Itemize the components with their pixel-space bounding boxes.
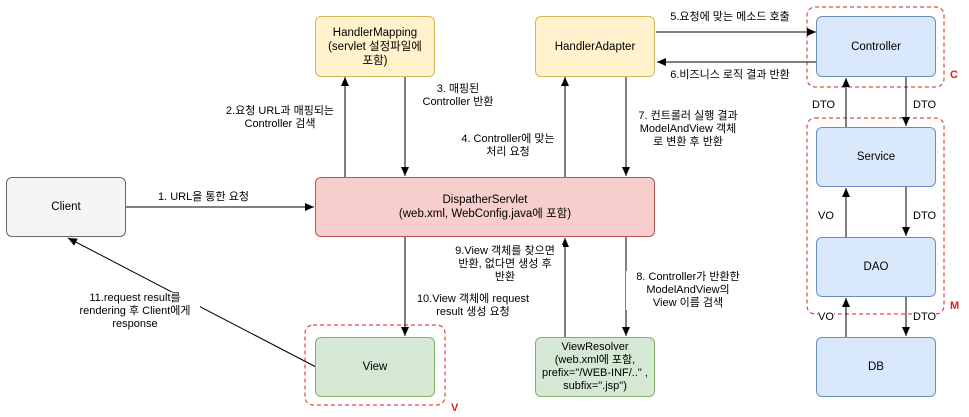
controller-group-label: C [950, 69, 958, 81]
view-node: View [315, 337, 435, 397]
label-vo-service: VO [818, 210, 834, 223]
service-node: Service [816, 127, 936, 187]
db-node: DB [816, 337, 936, 397]
label-step3: 3. 매핑된 Controller 반환 [410, 83, 506, 109]
handler-mapping-node: HandlerMapping (servlet 설정파일에 포함) [315, 16, 435, 77]
label-step4: 4. Controller에 맞는 처리 요청 [453, 133, 563, 159]
handler-adapter-node: HandlerAdapter [535, 16, 655, 77]
label-step5: 5.요청에 맞는 메소드 호출 [657, 11, 803, 24]
dispatcher-servlet-node: DispatherServlet (web.xml, WebConfig.jav… [315, 177, 655, 237]
view-group-box [304, 324, 446, 406]
controller-node: Controller [816, 16, 936, 77]
view-resolver-node: ViewResolver (web.xml에 포함, prefix="/WEB-… [535, 337, 655, 397]
label-step7: 7. 컨트롤러 실행 결과 ModelAndView 객체 로 변환 후 반환 [628, 110, 748, 149]
label-step10: 10.View 객체에 request result 생성 요청 [406, 293, 540, 319]
label-step9: 9.View 객체를 찾으면 반환, 없다면 생성 후 반환 [447, 245, 563, 284]
client-node: Client [6, 177, 126, 237]
dao-node: DAO [816, 237, 936, 297]
model-group-box [806, 117, 945, 315]
label-dto-controller-up: DTO [812, 99, 836, 112]
label-vo-dao: VO [818, 311, 834, 324]
label-dto-controller-down: DTO [913, 99, 937, 112]
label-step11: 11.request result를 rendering 후 Client에게 … [70, 292, 200, 331]
label-dto-dao: DTO [913, 311, 937, 324]
label-step6: 6.비즈니스 로직 결과 반환 [657, 69, 803, 82]
label-step1: 1. URL을 통한 요청 [158, 191, 249, 204]
view-group-label: V [451, 402, 459, 414]
model-group-label: M [950, 300, 960, 312]
label-step8: 8. Controller가 반환한 ModelAndView의 View 이름… [626, 271, 750, 310]
label-dto-service: DTO [913, 210, 937, 223]
label-step2: 2.요청 URL과 매핑되는 Controller 검색 [217, 105, 343, 131]
